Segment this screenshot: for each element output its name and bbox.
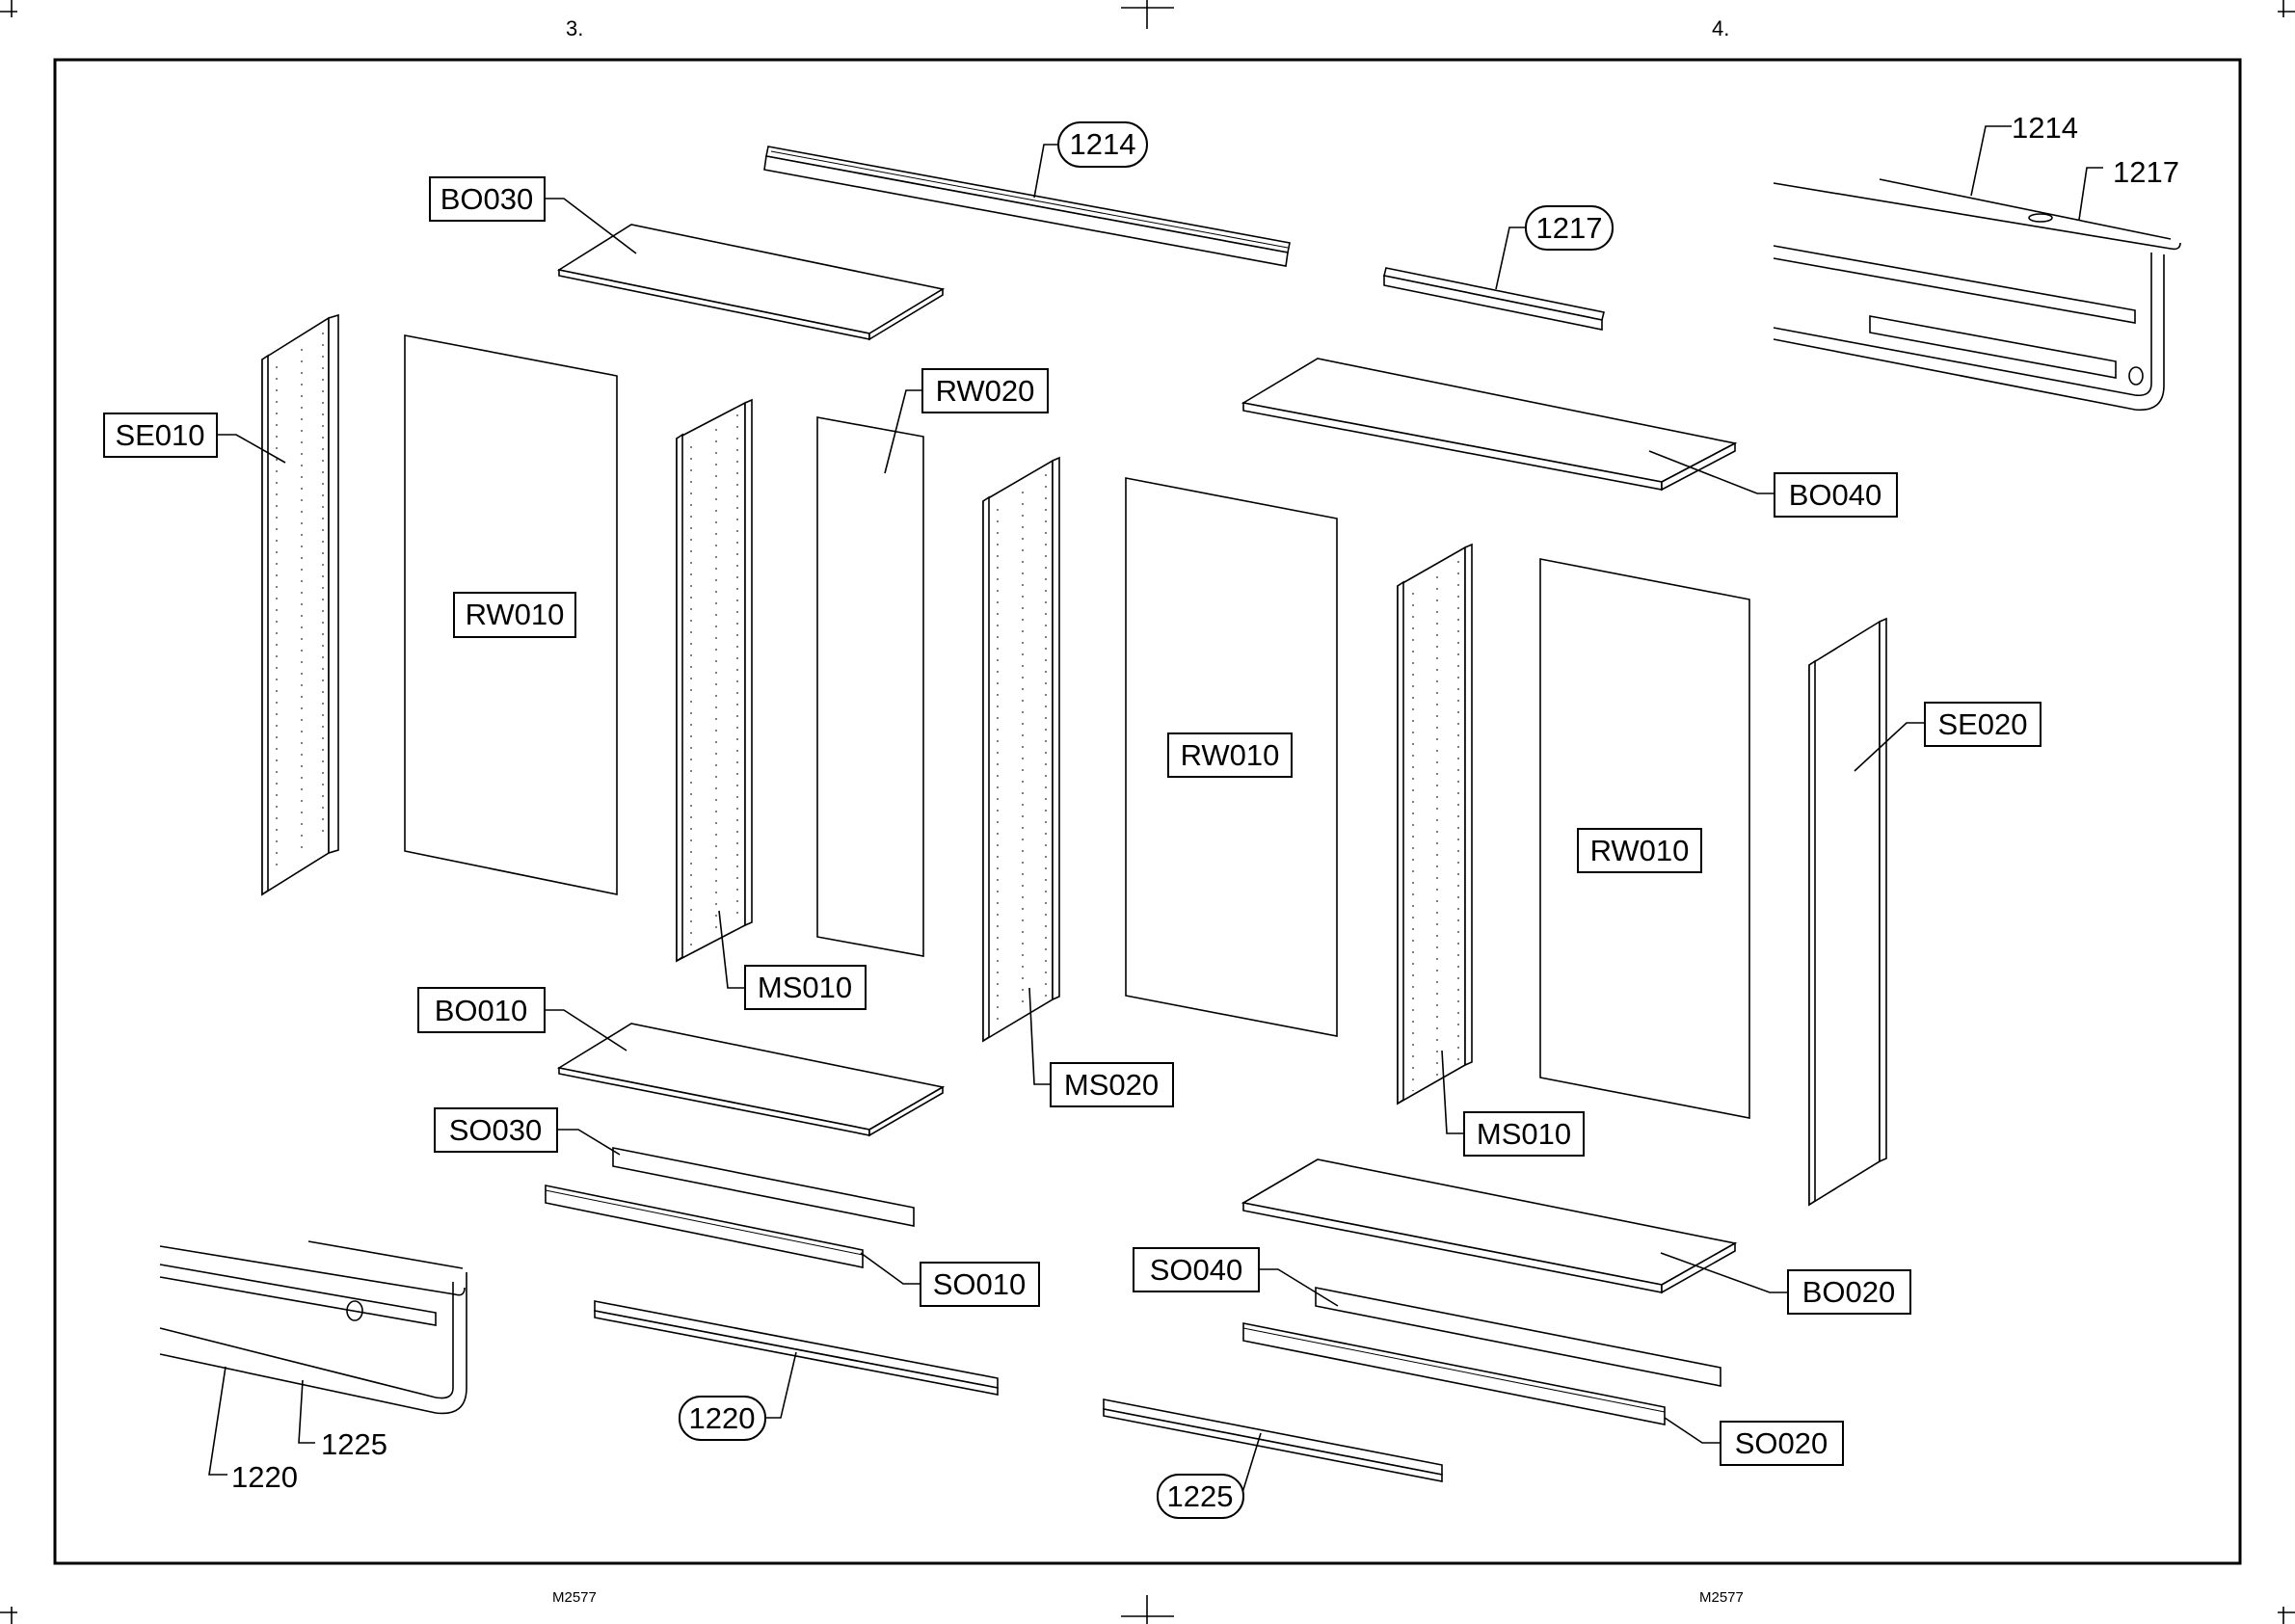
label-ms020: MS020 [1064,1068,1159,1102]
mid-side-ms010-a [677,400,752,961]
label-so030: SO030 [449,1113,543,1147]
detail-profile-1214-1217 [1774,179,2180,410]
rail-1220 [595,1301,998,1395]
label-rw010-c: RW010 [1590,834,1690,867]
drawing-code-right: M2577 [1699,1589,1744,1606]
plinth-so040 [1316,1288,1721,1386]
shelf-bo030 [559,225,943,339]
label-bo030: BO030 [440,182,534,216]
label-so010: SO010 [933,1267,1027,1301]
side-panel-se020 [1809,619,1886,1205]
label-bo040: BO040 [1789,478,1882,512]
shelf-bo020 [1243,1159,1735,1292]
detail-label-1220: 1220 [231,1460,298,1494]
rail-1225 [1104,1399,1442,1481]
shelf-bo010 [559,1024,943,1135]
drawing-code-left: M2577 [552,1589,597,1606]
rail-1217 [1384,268,1604,330]
label-rw020: RW020 [936,374,1035,408]
shelf-bo040 [1243,359,1735,490]
label-rw010-b: RW010 [1181,738,1280,772]
page-number-right: 4. [1712,16,1729,40]
detail-label-1214: 1214 [2012,111,2078,145]
label-rail-1220: 1220 [689,1401,756,1435]
label-ms010-b: MS010 [1477,1117,1571,1151]
page-number-left: 3. [566,16,583,40]
side-panel-se010 [262,315,338,894]
rail-1214 [764,146,1290,266]
detail-profile-1220-1225 [160,1241,467,1413]
mid-side-ms010-b [1398,545,1472,1104]
label-so040: SO040 [1150,1253,1243,1287]
label-se020: SE020 [1937,707,2027,741]
label-rail-1225: 1225 [1167,1479,1234,1513]
label-se010: SE010 [115,418,204,452]
mid-side-ms020 [983,458,1059,1041]
label-rw010-a: RW010 [466,598,565,631]
label-bo010: BO010 [435,994,528,1027]
detail-label-1217: 1217 [2113,155,2179,189]
label-ms010-a: MS010 [758,971,852,1004]
label-rail-1214: 1214 [1070,127,1136,161]
label-bo020: BO020 [1802,1275,1896,1309]
detail-label-1225: 1225 [321,1427,387,1461]
back-wall-rw020 [817,417,923,956]
label-so020: SO020 [1735,1426,1828,1460]
label-rail-1217: 1217 [1536,211,1603,245]
plinth-so020 [1243,1323,1665,1424]
